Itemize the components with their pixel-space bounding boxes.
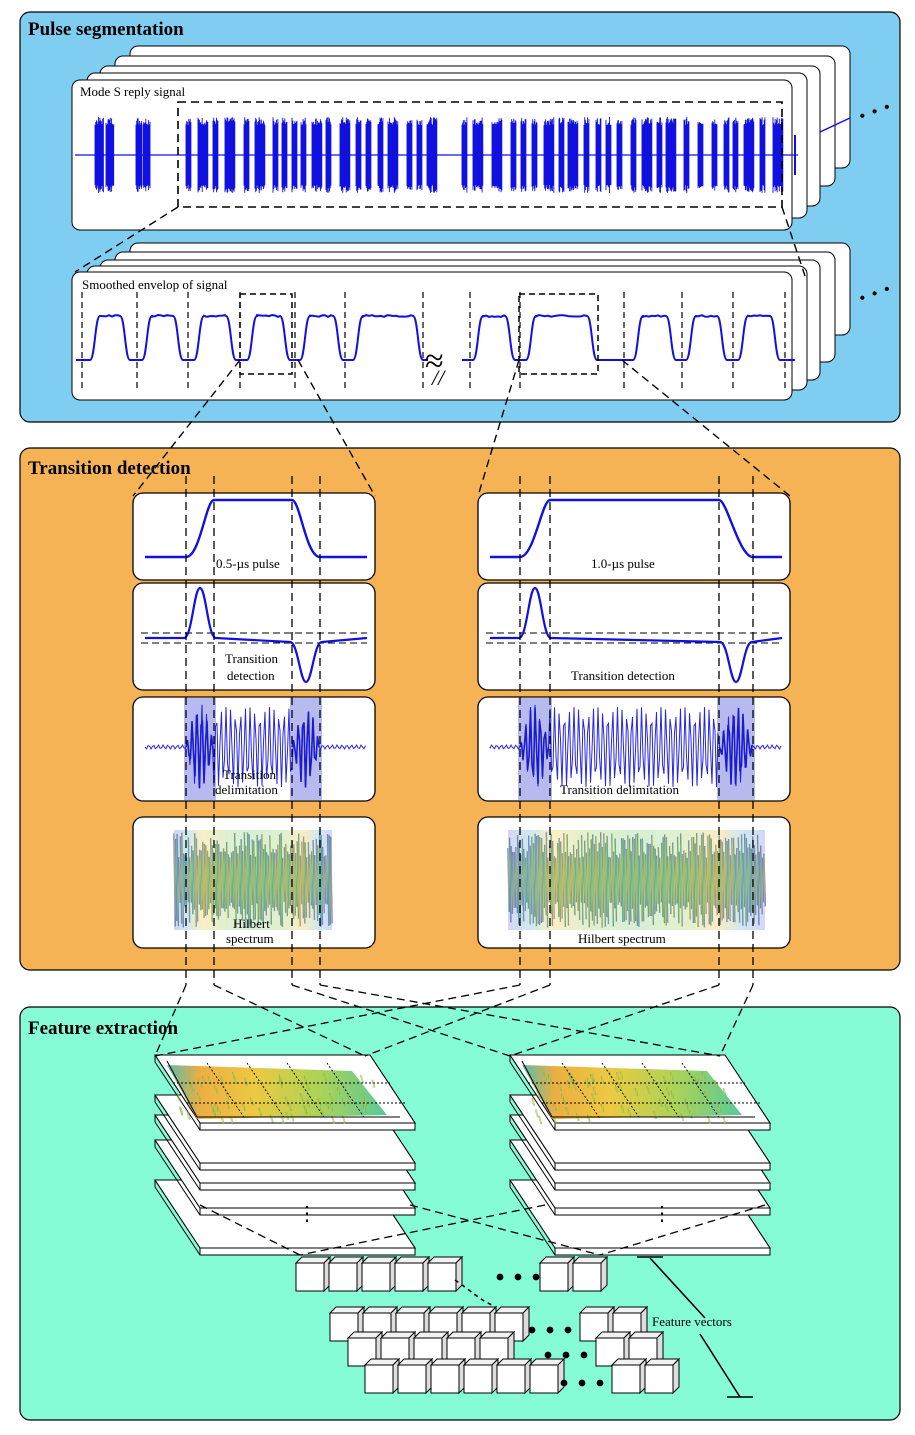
- hs-right-label: Hilbert spectrum: [578, 931, 666, 946]
- mode-s-card-stack: [71, 45, 851, 231]
- transition-cards: [132, 476, 791, 985]
- connectors-to-transition: [132, 359, 791, 497]
- svg-text:⋮: ⋮: [297, 1203, 317, 1225]
- zoom-line-left: [74, 206, 179, 273]
- td-left-label-2: detection: [227, 668, 275, 683]
- td-right-label: Transition detection: [571, 668, 675, 683]
- mode-s-signal-waveform: [75, 117, 851, 193]
- svg-text:⋮: ⋮: [652, 1203, 672, 1225]
- envelope-selection-05: [239, 293, 293, 375]
- approx-symbol: ≈: [425, 343, 444, 380]
- mode-s-selection-box: [177, 101, 783, 208]
- hs-left-label-2: spectrum: [226, 931, 274, 946]
- mode-s-signal-label: Mode S reply signal: [80, 84, 185, 99]
- envelope-card-stack: [71, 242, 851, 401]
- pulse-05-label: 0.5-µs pulse: [216, 556, 280, 571]
- feature-vectors-label: Feature vectors: [652, 1314, 732, 1329]
- envelope-label: Smoothed envelop of signal: [82, 277, 228, 292]
- feature-vector-cubes: [294, 1255, 681, 1395]
- tdl-left-label-1: Transition: [223, 767, 276, 782]
- envelope-card: [71, 271, 793, 401]
- tdl-left-label-2: delimitation: [215, 782, 278, 797]
- feature-map-stacks: ⋮⋮: [153, 984, 772, 1256]
- feature-vectors-bracket: [637, 1256, 753, 1398]
- section-title-feature-extraction: Feature extraction: [28, 1018, 178, 1039]
- break-symbol: //: [430, 365, 446, 390]
- hs-left-label-1: Hilbert: [233, 916, 270, 931]
- tdl-right-label: Transition delimitation: [560, 782, 680, 797]
- section-title-pulse-segmentation: Pulse segmentation: [28, 19, 184, 40]
- pulse-10-label: 1.0-µs pulse: [591, 556, 655, 571]
- td-left-label-1: Transition: [225, 651, 278, 666]
- section-title-transition-detection: Transition detection: [28, 458, 191, 479]
